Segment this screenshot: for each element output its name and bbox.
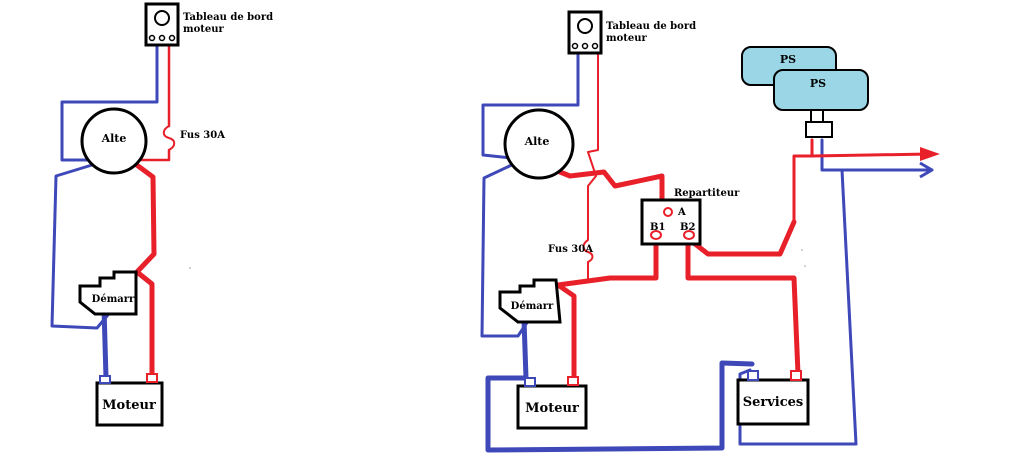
right-splitter-label: Repartiteur xyxy=(674,188,740,199)
left-fuse-label: Fus 30A xyxy=(180,130,225,141)
right-alternator: Alte xyxy=(503,108,575,180)
right-dashboard-label-1: Tableau de bord xyxy=(606,21,696,32)
right-splitter-b2-to-service-wire xyxy=(685,237,801,377)
right-dashboard-ground-wire xyxy=(481,50,580,162)
right-fuse: Fus 30A xyxy=(548,239,594,263)
right-splitter-terminal-a: A xyxy=(677,207,686,218)
left-engine-battery-label: Moteur xyxy=(102,398,156,413)
left-dashboard: Tableau de bord moteur xyxy=(144,2,273,47)
right-service-battery-label: Services xyxy=(743,395,804,410)
left-dashboard-label-2: moteur xyxy=(183,24,225,35)
left-diagram: Tableau de bord moteur Fus 30A Alte Déma… xyxy=(50,2,273,427)
right-service-battery: Services xyxy=(736,370,810,426)
right-starter-label: Démarr xyxy=(511,301,554,312)
right-engine-battery-label: Moteur xyxy=(525,401,579,416)
left-starter: Démarr xyxy=(78,270,138,316)
right-dashboard-label-2: moteur xyxy=(606,33,648,44)
left-dashboard-label-1: Tableau de bord xyxy=(183,12,273,23)
right-dashboard: Tableau de bord moteur xyxy=(567,10,696,55)
stray-marks xyxy=(189,249,806,269)
left-engine-battery: Moteur xyxy=(95,373,164,427)
right-fuse-label: Fus 30A xyxy=(548,244,593,255)
right-solar-panels: PS PS xyxy=(741,46,869,138)
left-alternator-output-wire xyxy=(127,157,157,379)
right-diagram: Tableau de bord moteur Fus 30A Alte Repa… xyxy=(189,10,940,453)
right-splitter-b2-to-panel-wire xyxy=(687,219,797,257)
left-alternator-label: Alte xyxy=(101,132,127,145)
solar-panel-2-label: PS xyxy=(810,77,826,90)
left-fuse: Fus 30A xyxy=(162,125,225,151)
right-engine-battery: Moteur xyxy=(516,376,588,430)
left-battery-negative-wire xyxy=(101,305,109,381)
left-alternator: Alte xyxy=(80,107,148,175)
right-charge-wires xyxy=(547,165,801,381)
right-panel-positive-wire xyxy=(792,138,814,224)
left-dashboard-ground-wire xyxy=(60,44,159,162)
left-starter-label: Démarr xyxy=(92,294,135,305)
right-splitter-terminal-b1: B1 xyxy=(650,222,665,233)
right-alternator-label: Alte xyxy=(524,135,550,148)
right-splitter-b1-to-engine-wire xyxy=(555,237,659,381)
right-splitter-terminal-b2: B2 xyxy=(680,222,695,233)
right-panel-negative-wire xyxy=(738,138,934,446)
solar-panel-1-label: PS xyxy=(780,53,796,66)
right-alternator-to-splitter-wire xyxy=(547,165,665,203)
right-starter: Démarr xyxy=(498,278,562,324)
right-splitter: Repartiteur A B1 B2 xyxy=(640,188,740,246)
right-output-arrows xyxy=(811,147,940,179)
